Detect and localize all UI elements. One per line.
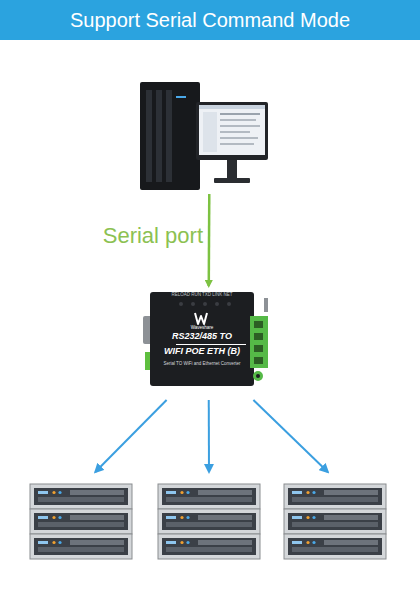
terminal-screw: [254, 333, 263, 340]
converter-illustration: [143, 292, 268, 386]
flow-arrow: [253, 400, 327, 472]
tower-led: [176, 96, 186, 98]
status-led: [179, 302, 183, 306]
terminal-screw: [254, 345, 263, 352]
product-title: RS232/485 TO: [150, 332, 254, 342]
terminal-screw: [254, 321, 263, 328]
server-racks: [30, 484, 386, 559]
screen-sidebar: [203, 112, 217, 152]
antenna-connector: [264, 298, 268, 312]
screen-line: [220, 125, 260, 127]
tower-case: [140, 82, 200, 190]
flow-arrow: [95, 400, 166, 472]
monitor-stand: [227, 160, 237, 178]
flow-arrow: [208, 194, 211, 286]
title-underline: [176, 344, 246, 345]
tower-stripe: [146, 90, 152, 182]
server-node: [30, 484, 132, 560]
server-rack: [284, 484, 386, 559]
edge-label: Serial port: [103, 223, 203, 249]
flow-arrow: [208, 400, 210, 472]
tower-stripe: [156, 90, 162, 182]
screen-bar: [199, 105, 265, 109]
screen-line: [220, 143, 254, 145]
server-rack: [158, 484, 260, 559]
status-led: [191, 302, 195, 306]
tower-stripe: [166, 90, 172, 182]
server-node: [158, 484, 260, 560]
monitor-screen: [199, 105, 265, 155]
screen-line: [220, 137, 258, 139]
terminal-block: [250, 316, 268, 368]
server-node: [284, 484, 386, 560]
monitor-frame: [196, 102, 268, 160]
computer-illustration: [140, 82, 268, 190]
product-subtitle: Serial TO WiFi and Ethernet Converter: [150, 362, 254, 367]
computer-node: [138, 80, 270, 192]
status-led: [203, 302, 207, 306]
screen-line: [220, 119, 256, 121]
product-title: WIFI POE ETH (B): [150, 347, 254, 357]
title-band: Support Serial Command Mode: [0, 0, 420, 40]
terminal-screw: [254, 357, 263, 364]
converter-body: [150, 292, 254, 386]
led-labels: RELOAD RUN TXD LINK NET: [150, 293, 254, 298]
monitor-base: [214, 178, 250, 183]
converter-node: RELOAD RUN TXD LINK NET WaveshareRS232/48…: [148, 290, 272, 388]
status-led: [227, 302, 231, 306]
power-jack-hole: [256, 374, 260, 378]
screen-line: [220, 113, 260, 115]
server-rack: [30, 484, 132, 559]
diagram-title: Support Serial Command Mode: [70, 9, 350, 32]
power-jack: [253, 371, 263, 381]
brand-name: Waveshare: [150, 326, 254, 331]
screen-line: [220, 131, 250, 133]
brand-logo: [195, 313, 207, 324]
status-led: [215, 302, 219, 306]
